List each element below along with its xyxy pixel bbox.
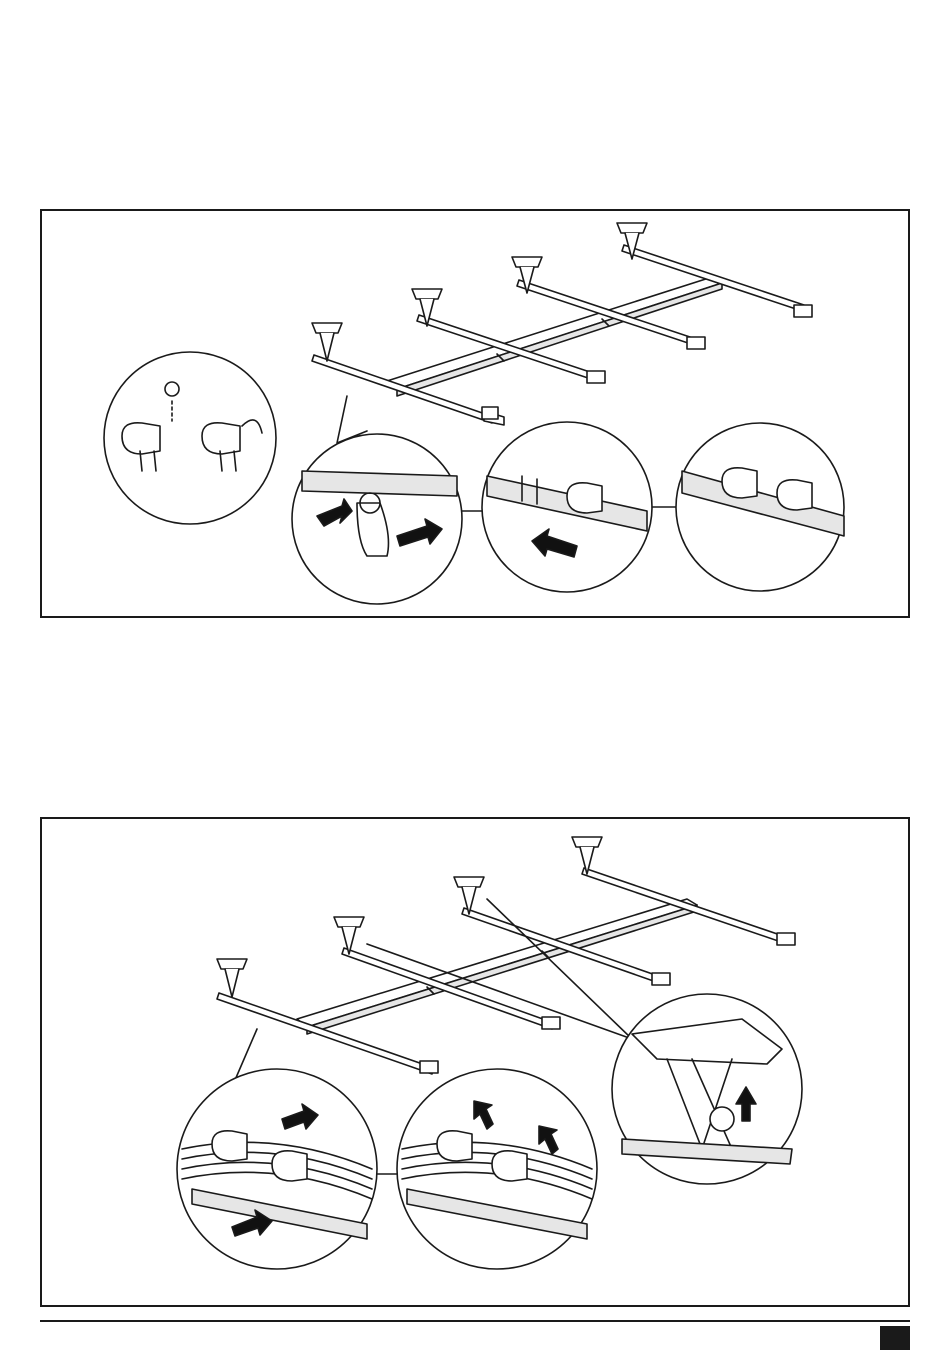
detail-clips-fitted xyxy=(676,423,844,591)
rail-assembly-illustration-bottom xyxy=(42,819,908,1305)
detail-pedestal-head xyxy=(612,994,802,1184)
page-marker xyxy=(880,1326,910,1350)
detail-clips-closing xyxy=(397,1069,597,1269)
detail-slide-clip xyxy=(482,422,652,592)
detail-cables-clips xyxy=(177,1069,377,1269)
assembly-figure-bottom xyxy=(40,817,910,1307)
detail-hand-fitting xyxy=(292,434,462,604)
assembly-figure-top xyxy=(40,209,910,618)
rail-assembly-illustration-top xyxy=(42,211,908,616)
detail-clip-exploded xyxy=(104,352,276,524)
footer-rule xyxy=(40,1320,910,1322)
